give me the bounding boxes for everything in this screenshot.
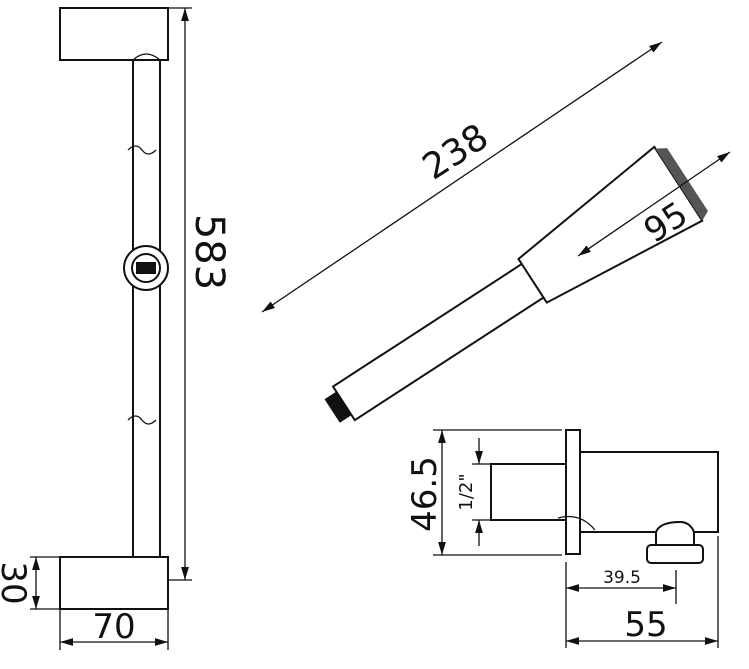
handshower-length-dimension-line xyxy=(261,41,663,313)
outlet-depth-label: 55 xyxy=(624,605,667,645)
hose-connector xyxy=(646,544,704,564)
handshower-length-label: 238 xyxy=(416,116,496,188)
outlet-offset-label: 39.5 xyxy=(603,568,641,588)
outlet-height-label: 46.5 xyxy=(405,456,445,532)
head-diameter-dimension-line xyxy=(577,151,731,257)
cutaway-curve xyxy=(557,515,596,531)
connector-neck xyxy=(655,520,695,546)
bracket-height-label: 30 xyxy=(0,561,33,604)
slide-rail: 583 30 70 xyxy=(0,7,232,650)
rail-rod-cap xyxy=(132,53,161,61)
wall-outlet: 46.5 1/2" 39.5 55 xyxy=(405,429,719,648)
top-bracket xyxy=(59,7,169,61)
rail-length-label: 583 xyxy=(186,214,232,290)
outlet-body xyxy=(579,451,719,533)
break-marks xyxy=(127,145,157,425)
threaded-inlet xyxy=(490,463,567,521)
wall-plate xyxy=(565,429,581,555)
thread-size-label: 1/2" xyxy=(456,473,477,510)
hand-shower: 238 95 xyxy=(261,41,731,423)
slider-clip-knob xyxy=(136,262,156,274)
bracket-width-label: 70 xyxy=(92,607,135,647)
handle xyxy=(331,259,550,422)
thread-connector xyxy=(324,391,352,423)
rail-rod xyxy=(132,60,161,557)
bottom-bracket xyxy=(59,556,169,610)
